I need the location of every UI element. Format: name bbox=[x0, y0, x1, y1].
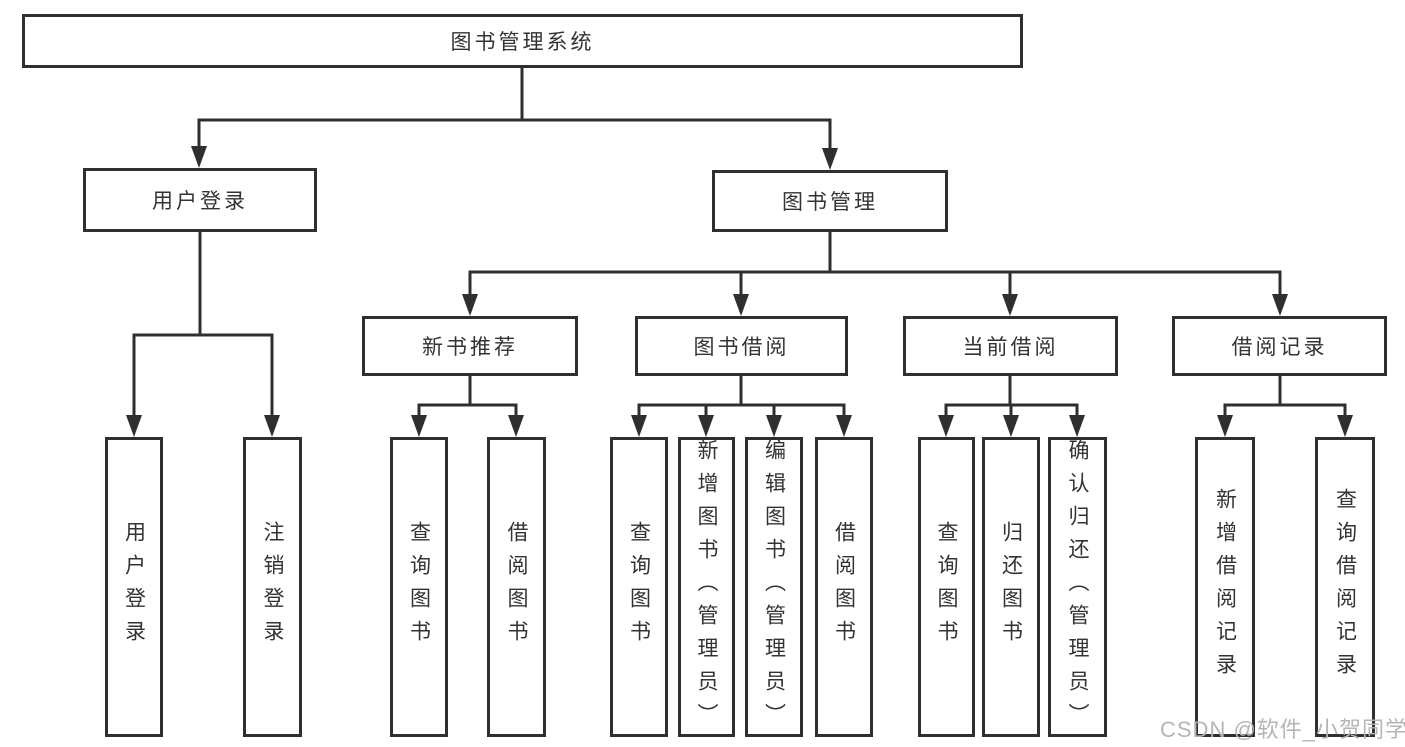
arrow-down-icon bbox=[1069, 415, 1085, 437]
node-label: 查询图书 bbox=[627, 521, 651, 653]
node-label: 确认归还（管理员） bbox=[1066, 438, 1089, 736]
node-label: 归还图书 bbox=[999, 521, 1023, 653]
node-label: 新增借阅记录 bbox=[1213, 488, 1237, 686]
arrow-down-icon bbox=[264, 415, 280, 437]
node-leaf-confirm-return-admin: 确认归还（管理员） bbox=[1048, 437, 1107, 737]
arrow-down-icon bbox=[631, 415, 647, 437]
node-book-borrow: 图书借阅 bbox=[635, 316, 848, 376]
arrow-down-icon bbox=[698, 415, 714, 437]
node-leaf-add-borrow-record: 新增借阅记录 bbox=[1195, 437, 1255, 737]
arrow-down-icon bbox=[1002, 294, 1018, 316]
arrow-down-icon bbox=[126, 415, 142, 437]
node-user-login: 用户登录 bbox=[83, 168, 317, 232]
arrow-down-icon bbox=[1217, 415, 1233, 437]
node-leaf-borrow-books-2: 借阅图书 bbox=[815, 437, 873, 737]
node-leaf-add-books-admin: 新增图书（管理员） bbox=[678, 437, 735, 737]
node-leaf-query-books-2: 查询图书 bbox=[610, 437, 668, 737]
node-book-management: 图书管理 bbox=[712, 170, 948, 232]
arrow-down-icon bbox=[822, 148, 838, 170]
node-leaf-query-books-1: 查询图书 bbox=[390, 437, 448, 737]
watermark: CSDN @软件_小贺同学 bbox=[1160, 717, 1405, 742]
node-leaf-logout: 注销登录 bbox=[243, 437, 302, 737]
node-current-borrow: 当前借阅 bbox=[903, 316, 1118, 376]
arrow-down-icon bbox=[411, 415, 427, 437]
node-leaf-user-login: 用户登录 bbox=[105, 437, 163, 737]
node-leaf-borrow-books-1: 借阅图书 bbox=[487, 437, 546, 737]
arrow-down-icon bbox=[1272, 294, 1288, 316]
arrow-down-icon bbox=[1003, 415, 1019, 437]
node-leaf-return-books: 归还图书 bbox=[982, 437, 1040, 737]
node-label: 借阅图书 bbox=[832, 521, 856, 653]
node-label: 查询借阅记录 bbox=[1333, 488, 1357, 686]
arrow-down-icon bbox=[508, 415, 524, 437]
node-leaf-query-borrow-record: 查询借阅记录 bbox=[1315, 437, 1375, 737]
arrow-down-icon bbox=[733, 294, 749, 316]
node-new-book-recommend: 新书推荐 bbox=[362, 316, 578, 376]
node-label: 查询图书 bbox=[407, 521, 431, 653]
arrow-down-icon bbox=[191, 146, 207, 168]
node-label: 编辑图书（管理员） bbox=[762, 438, 786, 736]
arrow-down-icon bbox=[766, 415, 782, 437]
arrow-down-icon bbox=[1337, 415, 1353, 437]
arrow-down-icon bbox=[836, 415, 852, 437]
node-library-management-system: 图书管理系统 bbox=[22, 14, 1023, 68]
node-borrow-records: 借阅记录 bbox=[1172, 316, 1387, 376]
node-label: 查询图书 bbox=[935, 521, 958, 653]
node-label: 借阅图书 bbox=[505, 521, 528, 653]
node-label: 新增图书（管理员） bbox=[695, 438, 718, 736]
arrow-down-icon bbox=[462, 294, 478, 316]
node-leaf-edit-books-admin: 编辑图书（管理员） bbox=[745, 437, 803, 737]
arrow-down-icon bbox=[938, 415, 954, 437]
node-label: 用户登录 bbox=[122, 521, 146, 653]
node-leaf-query-books-3: 查询图书 bbox=[918, 437, 975, 737]
node-label: 注销登录 bbox=[261, 521, 284, 653]
